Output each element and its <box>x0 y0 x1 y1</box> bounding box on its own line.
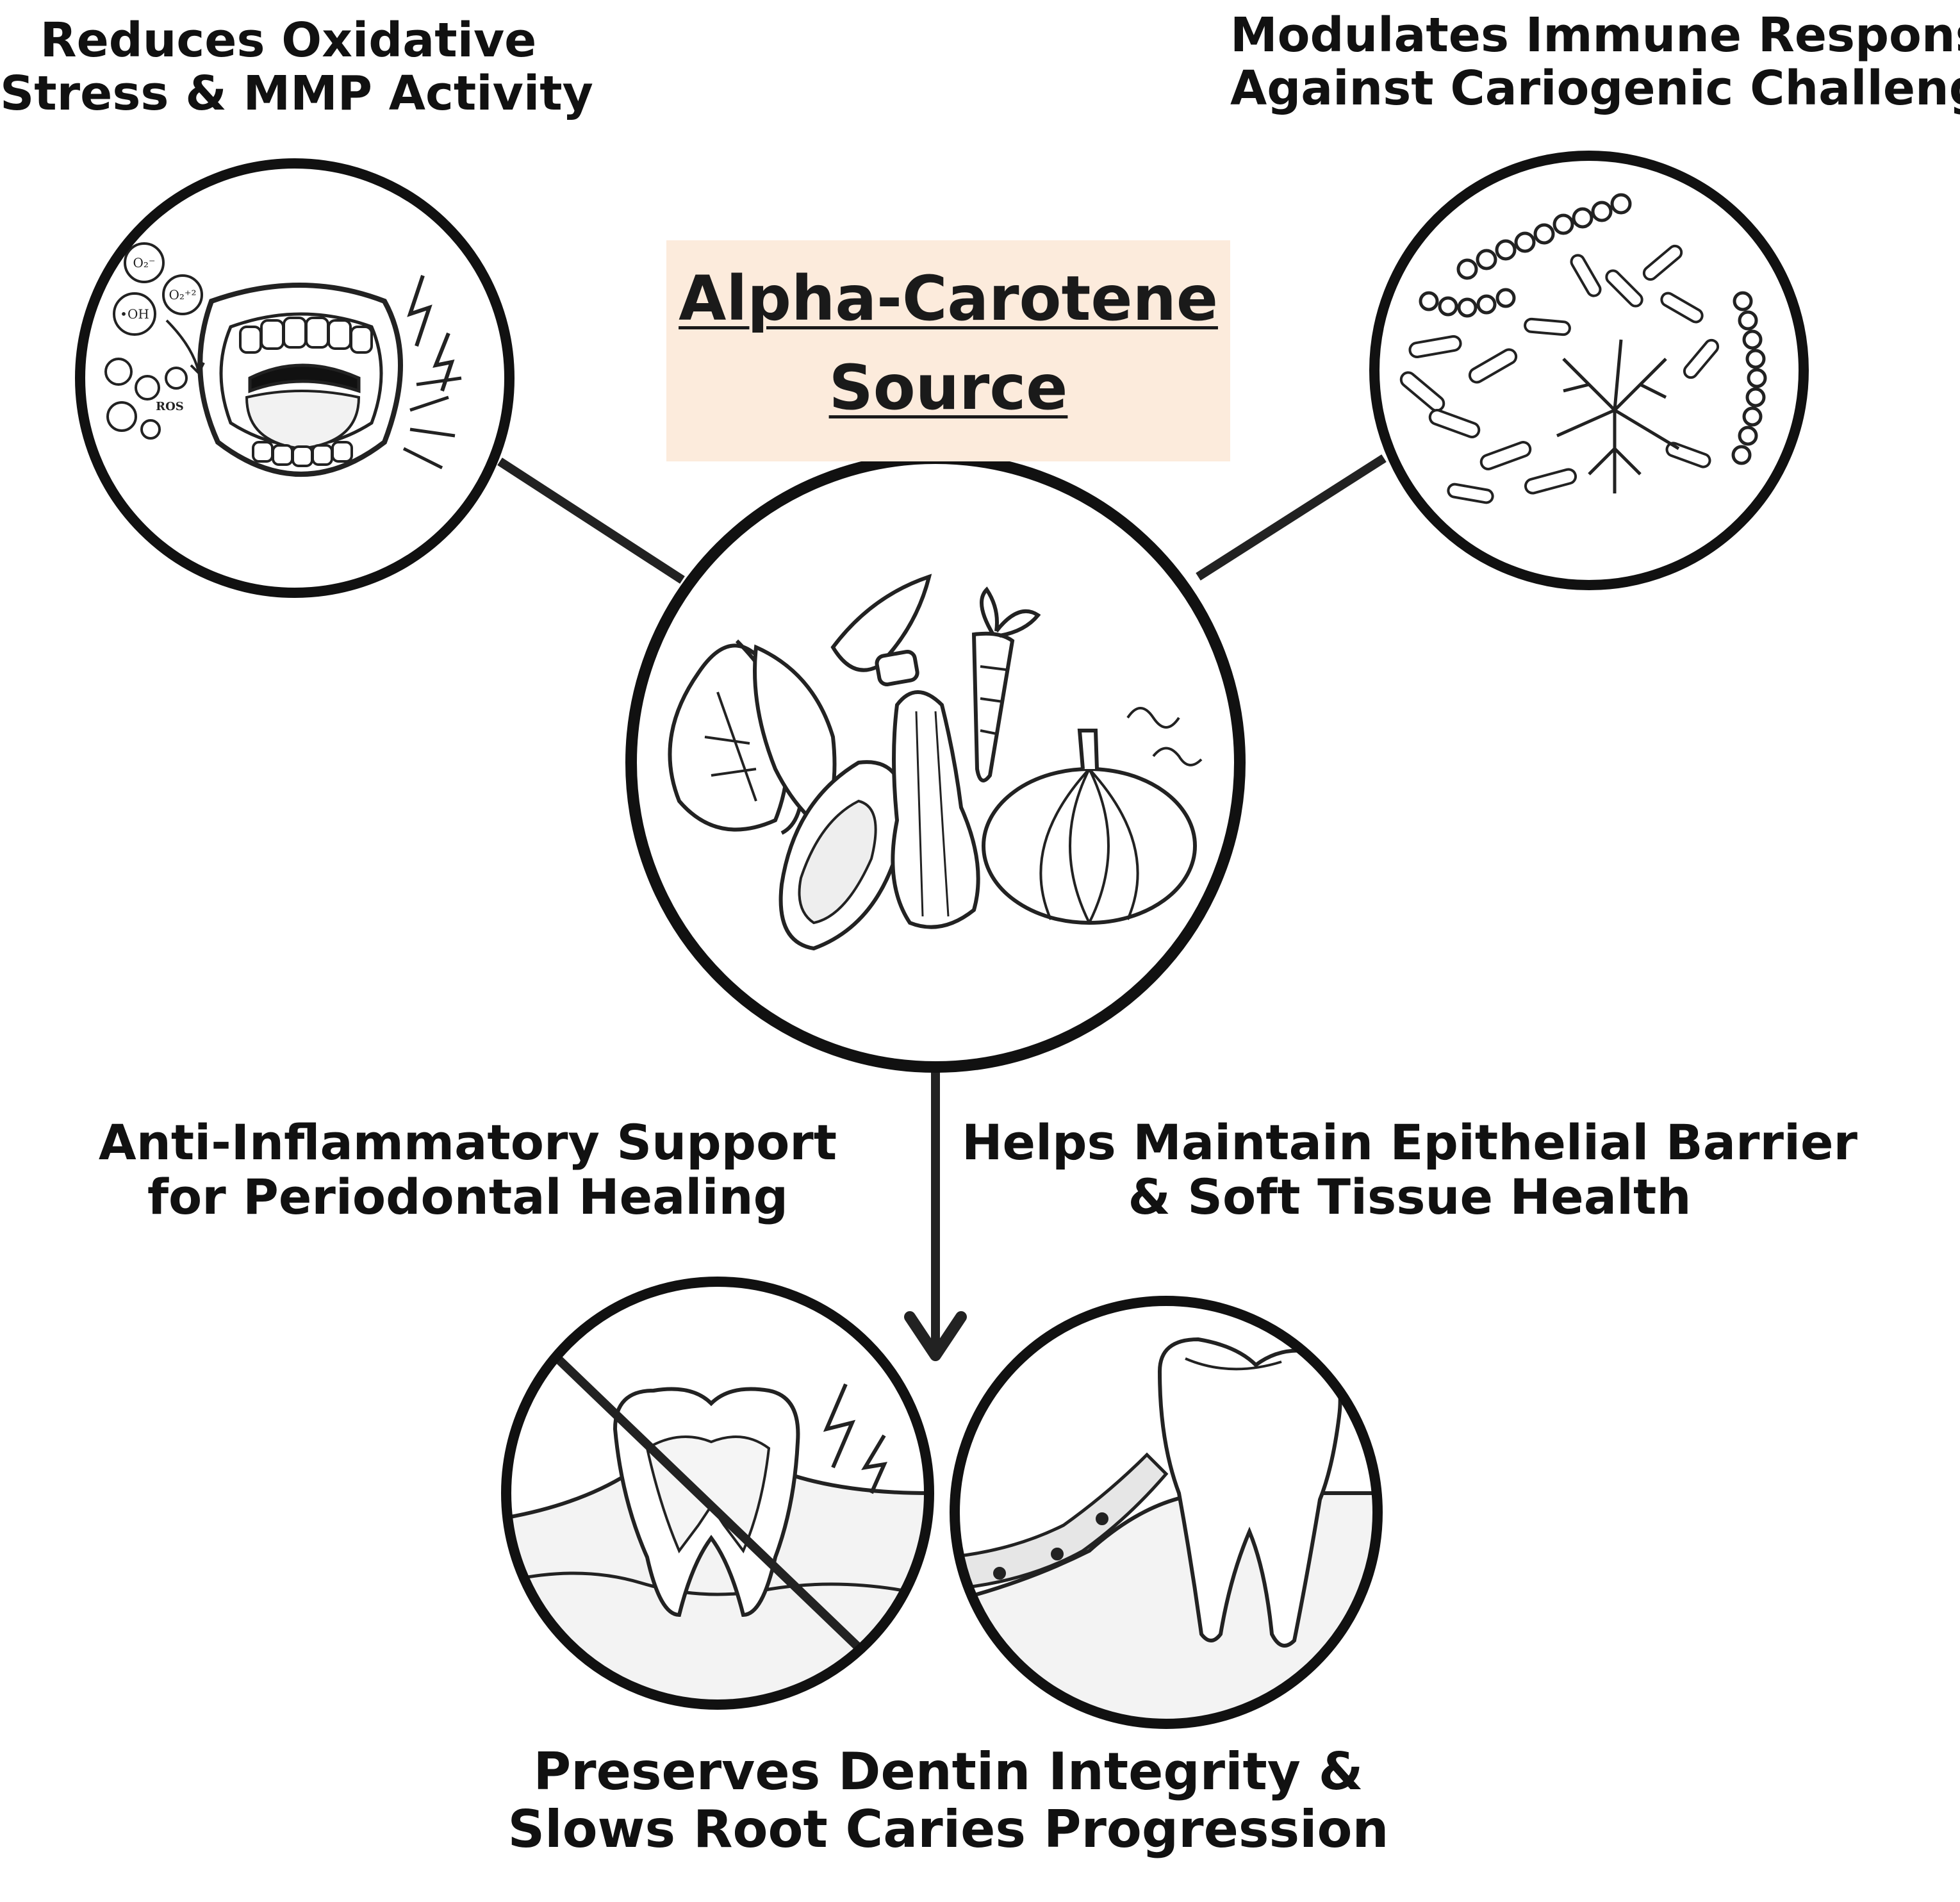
root-caries-tooth-illustration <box>501 1277 934 1710</box>
label-line: for Periodontal Healing <box>147 1168 789 1226</box>
alpha-carotene-vegetables-illustration <box>625 452 1246 1073</box>
label-anti-inflammatory: Anti-Inflammatory Support for Periodonta… <box>83 1115 852 1224</box>
pumpkin <box>982 729 1197 925</box>
label-line: Slows Root Caries Progression <box>507 1799 1389 1859</box>
label-line: Preserves Dentin Integrity & <box>533 1742 1363 1801</box>
label-oxidative-stress: Reduces Oxidative Stress & MMP Activity <box>0 13 593 121</box>
healthy-tooth <box>1157 1337 1342 1648</box>
sweet-potato <box>830 574 932 672</box>
molecule-hydroxyl: •OH <box>120 306 149 322</box>
lower-teeth <box>252 441 353 467</box>
upper-teeth <box>239 317 373 354</box>
label-line: Reduces Oxidative <box>40 13 537 68</box>
label-line: Stress & MMP Activity <box>0 65 593 121</box>
label-line: Anti-Inflammatory Support <box>98 1114 837 1171</box>
branching-filament <box>1556 339 1680 493</box>
title-box: Alpha-Carotene Source <box>666 240 1230 461</box>
label-line: Modulates Immune Response <box>1230 8 1960 63</box>
title-line-2: Source <box>828 352 1068 424</box>
label-line: Helps Maintain Epithelial Barrier <box>961 1114 1858 1171</box>
title-line-1: Alpha-Carotene <box>679 263 1218 335</box>
label-dentin-integrity: Preserves Dentin Integrity & Slows Root … <box>500 1743 1397 1858</box>
label-epithelial-barrier: Helps Maintain Epithelial Barrier & Soft… <box>961 1115 1858 1224</box>
molecule-superoxide: O₂⁻ <box>133 255 156 270</box>
connector-right <box>1196 454 1387 581</box>
label-line: Against Cariogenic Challenge <box>1230 60 1960 116</box>
prohibition-slash <box>548 1348 875 1664</box>
molecule-ros: ROS <box>156 400 184 413</box>
connector-left <box>497 458 685 584</box>
molecule-peroxide: O₂⁺² <box>169 287 197 302</box>
mouth-oxidative-illustration: O₂⁻ •OH O₂⁺² ROS <box>75 158 515 598</box>
bacteria-immune-illustration <box>1369 151 1809 590</box>
epithelial-layer <box>955 1452 1169 1591</box>
cocci-chain <box>1419 193 1767 465</box>
arrow-head-down <box>904 1311 967 1361</box>
healthy-tooth-epithelium-illustration <box>950 1296 1383 1729</box>
rod-bacteria <box>1399 244 1720 504</box>
label-line: & Soft Tissue Health <box>1128 1168 1692 1226</box>
label-immune-response: Modulates Immune Response Against Cariog… <box>1230 9 1960 115</box>
butternut-squash <box>891 690 980 929</box>
